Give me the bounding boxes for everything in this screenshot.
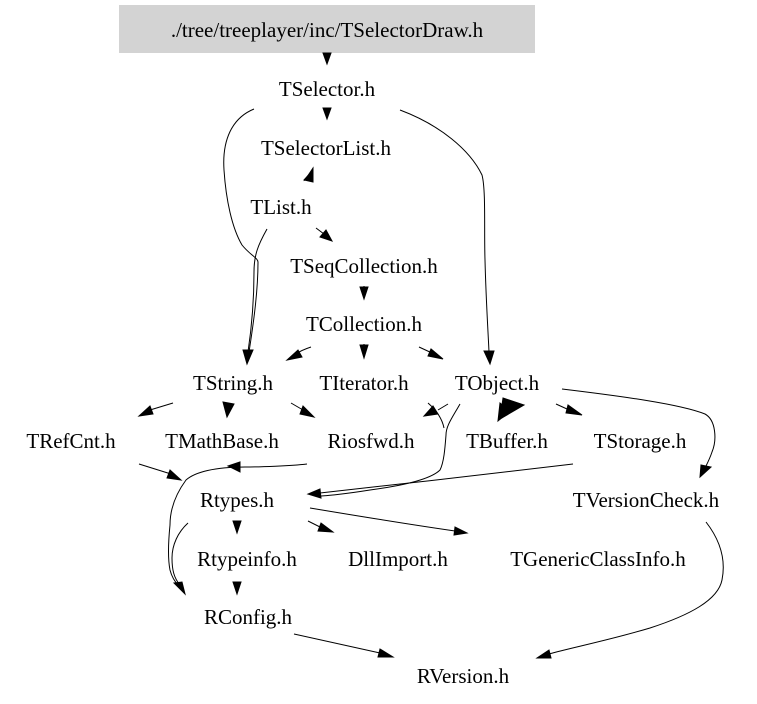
arrowhead-rtypes-tgenericclassinfo bbox=[453, 526, 469, 536]
edge-rconfig-rversion bbox=[293, 633, 381, 654]
edge-tobject-rtypes-b bbox=[427, 402, 445, 429]
edge-tselector-tstring bbox=[223, 108, 259, 353]
root-node-box[interactable] bbox=[119, 5, 535, 53]
edge-tversioncheck-rversion bbox=[548, 521, 724, 655]
node-tversioncheck[interactable]: TVersionCheck.h bbox=[573, 488, 720, 512]
node-tstring[interactable]: TString.h bbox=[193, 371, 273, 395]
node-tcollection[interactable]: TCollection.h bbox=[306, 312, 423, 336]
arrowhead-tselector-tselectorlist bbox=[322, 107, 332, 121]
node-tbuffer[interactable]: TBuffer.h bbox=[466, 429, 548, 453]
edge-tlist-tseqcollection bbox=[315, 227, 325, 235]
arrowhead-root-tselector bbox=[322, 52, 332, 66]
arrowhead-rtypes-rconfig bbox=[172, 581, 186, 596]
edge-rtypes-dllimport bbox=[307, 520, 321, 528]
arrowhead-tstring-riosfwd bbox=[299, 405, 316, 418]
arrowhead-tselectorlist-tlist-b bbox=[303, 166, 314, 182]
edge-tobject-rtypes bbox=[319, 403, 461, 497]
node-labels: ./tree/treeplayer/inc/TSelectorDraw.h TS… bbox=[26, 18, 719, 688]
edge-riosfwd-tmathbase bbox=[168, 463, 308, 587]
arrowhead-tobject-tbuffer-b bbox=[499, 397, 526, 420]
node-trefcnt[interactable]: TRefCnt.h bbox=[26, 429, 116, 453]
arrowhead-tselector-tstring bbox=[242, 349, 254, 366]
node-rconfig[interactable]: RConfig.h bbox=[204, 605, 293, 629]
arrowhead-rtypes bbox=[306, 488, 322, 499]
arrowhead-tselector-tobject bbox=[483, 350, 495, 366]
node-tgenericclassinfo[interactable]: TGenericClassInfo.h bbox=[510, 547, 686, 571]
node-riosfwd[interactable]: Riosfwd.h bbox=[328, 429, 415, 453]
node-tstorage[interactable]: TStorage.h bbox=[594, 429, 687, 453]
arrowhead-tcollection-tstring bbox=[285, 349, 303, 361]
arrowhead-tversioncheck-rversion bbox=[535, 649, 552, 659]
edge-tlist-tstring bbox=[247, 228, 268, 353]
node-titerator[interactable]: TIterator.h bbox=[319, 371, 409, 395]
edge-rtypes-tgenericclassinfo bbox=[309, 507, 456, 532]
arrowhead-tseqcollection-tcollection bbox=[359, 286, 369, 301]
node-rversion[interactable]: RVersion.h bbox=[417, 664, 510, 688]
arrowhead-rtypes-rtypeinfo bbox=[232, 520, 242, 535]
node-tlist[interactable]: TList.h bbox=[250, 195, 312, 219]
node-root[interactable]: ./tree/treeplayer/inc/TSelectorDraw.h bbox=[171, 18, 484, 42]
arrowhead-trefcnt-rtypes bbox=[166, 469, 183, 481]
edge-tstring-riosfwd bbox=[290, 402, 304, 411]
arrowhead-tstring-trefcnt bbox=[137, 405, 154, 417]
arrowhead-rconfig-rversion bbox=[377, 648, 395, 658]
edge-tobject-riosfwd bbox=[437, 403, 449, 411]
edge-tobject-tstorage bbox=[555, 403, 568, 410]
arrowhead-tstring-tmathbase bbox=[222, 401, 235, 419]
arrowhead-tcollection-tobject bbox=[427, 348, 444, 360]
edges bbox=[137, 52, 724, 659]
edge-rtypes-rconfig bbox=[171, 522, 189, 586]
node-tselectorlist[interactable]: TSelectorList.h bbox=[261, 136, 392, 160]
arrowhead-rtypeinfo-rconfig bbox=[232, 581, 242, 596]
edge-tobject-tversioncheck bbox=[561, 388, 716, 467]
node-tselector[interactable]: TSelector.h bbox=[279, 77, 376, 101]
edge-tstorage-rtypes bbox=[319, 463, 574, 494]
arrowhead-rtypes-dllimport bbox=[317, 522, 335, 533]
edge-trefcnt-rtypes bbox=[138, 463, 172, 475]
edge-tstring-trefcnt bbox=[149, 402, 174, 411]
edge-tselector-tobject bbox=[399, 109, 490, 353]
arrowhead-tcollection-titerator bbox=[359, 344, 369, 360]
node-tobject[interactable]: TObject.h bbox=[455, 371, 540, 395]
node-tseqcollection[interactable]: TSeqCollection.h bbox=[290, 254, 438, 278]
arrowhead-riosfwd-tmathbase bbox=[226, 461, 241, 473]
arrowhead-tobject-tstorage bbox=[565, 404, 583, 416]
arrowhead-tversioncheck bbox=[699, 464, 713, 479]
node-rtypes[interactable]: Rtypes.h bbox=[200, 488, 275, 512]
arrowhead-tlist-tseqcollection bbox=[319, 229, 334, 242]
node-rtypeinfo[interactable]: Rtypeinfo.h bbox=[197, 547, 297, 571]
node-tmathbase[interactable]: TMathBase.h bbox=[165, 429, 279, 453]
node-dllimport[interactable]: DllImport.h bbox=[348, 547, 448, 571]
